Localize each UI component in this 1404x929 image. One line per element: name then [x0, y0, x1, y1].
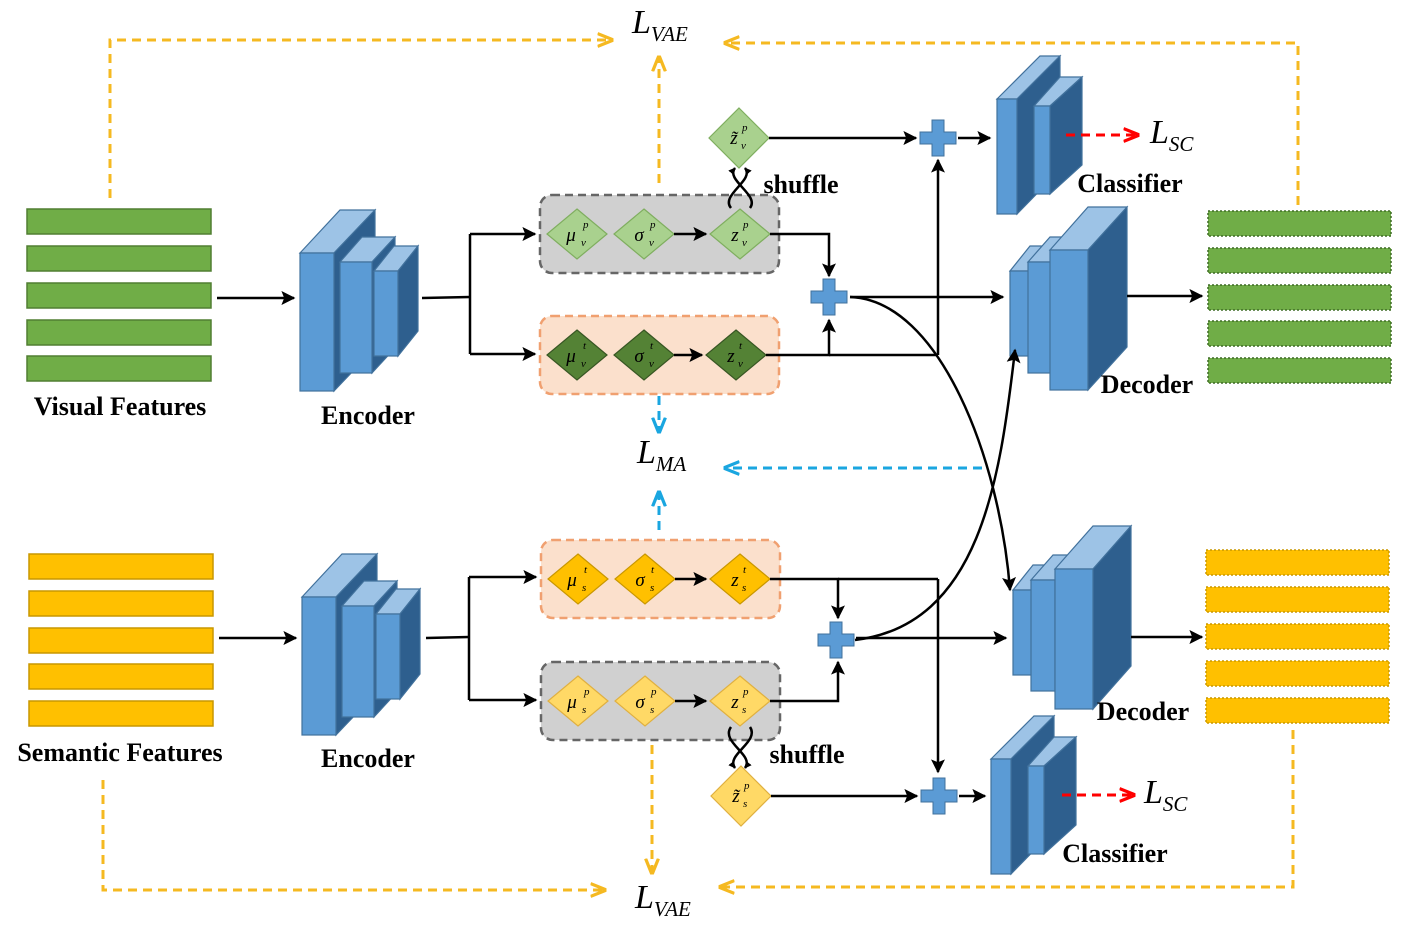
svg-text:σ: σ	[635, 692, 645, 713]
decoder-top-block	[1008, 205, 1129, 392]
svg-text:v: v	[649, 358, 654, 370]
sigma-v-t-node: σ t v	[613, 329, 675, 381]
svg-text:z: z	[730, 692, 739, 713]
svg-text:s: s	[650, 582, 654, 594]
svg-text:z: z	[730, 225, 739, 246]
svg-text:v: v	[581, 237, 586, 249]
vae-loss-arrows	[101, 40, 1300, 890]
decoder-bottom-label: Decoder	[1097, 697, 1189, 726]
loss-sc-top: LSC	[1149, 114, 1194, 156]
svg-text:v: v	[649, 237, 654, 249]
sigma-v-p-node: σ p v	[613, 208, 675, 260]
svg-text:p: p	[649, 219, 656, 231]
svg-text:μ: μ	[565, 225, 576, 246]
svg-text:t: t	[583, 340, 587, 352]
svg-text:s: s	[743, 798, 747, 810]
svg-text:σ: σ	[634, 346, 644, 367]
sc-loss-arrows	[1062, 135, 1138, 795]
svg-text:μ: μ	[566, 692, 577, 713]
svg-text:t: t	[650, 340, 654, 352]
loss-vae-bottom: LVAE	[634, 879, 691, 921]
mu-s-p-node: μ p s	[547, 675, 609, 727]
svg-text:s: s	[650, 704, 654, 716]
classifier-top-label: Classifier	[1077, 169, 1182, 198]
plus-node-classifier-top	[919, 119, 957, 157]
z-tilde-s-p-node: z̃ p s	[710, 765, 772, 827]
plus-node-visual-fuse	[810, 278, 848, 316]
svg-text:t: t	[743, 564, 747, 576]
svg-text:p: p	[743, 780, 750, 792]
plus-node-semantic-fuse	[817, 621, 855, 659]
loss-ma: LMA	[636, 434, 686, 476]
svg-text:s: s	[582, 704, 586, 716]
svg-text:p: p	[650, 686, 657, 698]
svg-text:μ: μ	[566, 570, 577, 591]
svg-text:s: s	[582, 582, 586, 594]
classifier-top-block	[995, 54, 1084, 216]
semantic-feature-bars	[28, 553, 214, 727]
z-s-p-node: z p s	[709, 675, 771, 727]
svg-text:μ: μ	[565, 346, 576, 367]
encoder-top-block	[298, 208, 420, 393]
semantic-features-label: Semantic Features	[17, 738, 222, 767]
svg-text:t: t	[739, 340, 743, 352]
mu-s-t-node: μ t s	[547, 553, 609, 605]
sigma-s-p-node: σ p s	[614, 675, 676, 727]
ma-loss-arrows	[659, 396, 982, 530]
visual-feature-bars	[26, 208, 212, 382]
svg-text:p: p	[742, 219, 749, 231]
classifier-bottom-block	[989, 714, 1078, 876]
encoder-bottom-label: Encoder	[321, 744, 415, 773]
z-v-t-node: z t v	[705, 329, 767, 381]
black-connections	[217, 131, 1204, 803]
svg-text:v: v	[741, 140, 746, 152]
svg-text:p: p	[742, 686, 749, 698]
svg-text:z̃: z̃	[729, 128, 739, 149]
mu-v-p-node: μ p v	[546, 208, 608, 260]
svg-text:p: p	[741, 122, 748, 134]
classifier-bottom-label: Classifier	[1062, 839, 1167, 868]
svg-text:t: t	[651, 564, 655, 576]
svg-text:s: s	[742, 704, 746, 716]
svg-text:s: s	[742, 582, 746, 594]
svg-text:z: z	[730, 570, 739, 591]
svg-text:v: v	[581, 358, 586, 370]
reconstructed-semantic-bars	[1205, 549, 1390, 724]
visual-features-label: Visual Features	[34, 392, 207, 421]
z-tilde-v-p-node: z̃ p v	[708, 107, 770, 169]
sigma-s-t-node: σ t s	[614, 553, 676, 605]
svg-text:p: p	[582, 219, 589, 231]
svg-text:p: p	[583, 686, 590, 698]
svg-text:z: z	[726, 346, 735, 367]
svg-text:σ: σ	[634, 225, 644, 246]
svg-text:t: t	[584, 564, 588, 576]
reconstructed-visual-bars	[1207, 210, 1392, 384]
z-v-p-node: z p v	[709, 208, 771, 260]
encoder-top-label: Encoder	[321, 401, 415, 430]
z-s-t-node: z t s	[709, 553, 771, 605]
loss-vae-top: LVAE	[631, 4, 688, 46]
decoder-top-label: Decoder	[1101, 370, 1193, 399]
svg-text:v: v	[738, 358, 743, 370]
mu-v-t-node: μ t v	[546, 329, 608, 381]
shuffle-bottom-label: shuffle	[769, 740, 844, 769]
plus-node-classifier-bottom	[920, 777, 958, 815]
decoder-bottom-block	[1011, 524, 1133, 711]
svg-text:z̃: z̃	[731, 786, 741, 807]
shuffle-top-label: shuffle	[763, 170, 838, 199]
encoder-bottom-block	[300, 552, 422, 737]
svg-text:v: v	[742, 237, 747, 249]
svg-text:σ: σ	[635, 570, 645, 591]
loss-sc-bottom: LSC	[1143, 774, 1188, 816]
